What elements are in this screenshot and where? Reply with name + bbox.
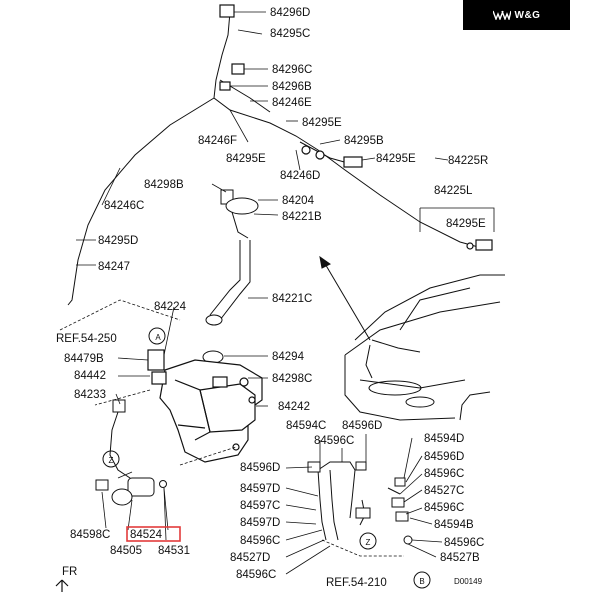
- wg-logo-icon: [492, 10, 511, 20]
- callout-z2: Z: [366, 538, 371, 547]
- part-label[interactable]: 84596D: [240, 462, 280, 474]
- part-label[interactable]: 84596D: [424, 451, 464, 463]
- part-label[interactable]: 84527D: [230, 552, 270, 564]
- rear-hose-assembly: [307, 461, 413, 545]
- part-label[interactable]: 84247: [98, 261, 130, 273]
- part-label[interactable]: 84246E: [272, 97, 312, 109]
- part-label[interactable]: 84596C: [240, 535, 280, 547]
- part-label[interactable]: 84531: [158, 545, 190, 557]
- part-label[interactable]: 84596C: [424, 468, 464, 480]
- part-label[interactable]: 84597C: [240, 500, 280, 512]
- part-label[interactable]: 84296B: [272, 81, 312, 93]
- part-labels: 84296D 84295C 84296C 84296B 84246E 84295…: [64, 7, 488, 581]
- ref-top[interactable]: REF.54-250: [56, 333, 117, 345]
- ref-box-bottom: [179, 446, 404, 557]
- part-label[interactable]: 84295B: [344, 135, 384, 147]
- hose-upper-cowl: [67, 11, 483, 306]
- ref-bottom[interactable]: REF.54-210: [326, 577, 387, 589]
- arrowhead-icon: [319, 255, 331, 269]
- part-label[interactable]: 84233: [74, 389, 106, 401]
- part-label[interactable]: 84597D: [240, 483, 280, 495]
- callout-b-circle: [413, 571, 431, 589]
- part-label[interactable]: 84527C: [424, 485, 464, 497]
- vehicle-sketch: [344, 274, 505, 421]
- callout-z1-circle: [102, 450, 120, 468]
- part-label[interactable]: 84295D: [98, 235, 138, 247]
- part-label[interactable]: 84296C: [272, 64, 312, 76]
- part-label[interactable]: 84204: [282, 195, 315, 207]
- part-label[interactable]: 84505: [110, 545, 142, 557]
- location-arrow: [323, 261, 371, 341]
- part-label[interactable]: 84527B: [440, 552, 480, 564]
- part-label[interactable]: 84594D: [424, 433, 464, 445]
- part-label[interactable]: 84296D: [270, 7, 310, 19]
- fr-arrow-icon: [55, 579, 69, 592]
- part-label[interactable]: 84221C: [272, 293, 312, 305]
- part-label[interactable]: 84224: [154, 301, 187, 313]
- part-label[interactable]: 84295C: [270, 28, 310, 40]
- part-label[interactable]: 84225L: [434, 185, 473, 197]
- part-label[interactable]: 84242: [278, 401, 310, 413]
- part-label[interactable]: 84479B: [64, 353, 104, 365]
- highlight-box: [126, 526, 181, 542]
- part-label[interactable]: 84594C: [286, 420, 326, 432]
- leader-lines: [76, 11, 495, 575]
- part-label[interactable]: 84298B: [144, 179, 184, 191]
- part-label[interactable]: 84294: [272, 351, 305, 363]
- part-label[interactable]: 84246D: [280, 170, 320, 182]
- fr-marker: FR: [55, 566, 77, 592]
- part-label[interactable]: 84442: [74, 370, 106, 382]
- brand-text: W&G: [514, 9, 541, 21]
- nozzle-fittings: [219, 4, 493, 251]
- part-label[interactable]: 84298C: [272, 373, 312, 385]
- fr-label: FR: [62, 566, 77, 578]
- part-label-highlighted[interactable]: 84524: [130, 529, 163, 541]
- part-label[interactable]: 84596C: [314, 435, 354, 447]
- part-label[interactable]: 84295E: [226, 153, 266, 165]
- part-label[interactable]: 84295E: [446, 218, 486, 230]
- part-label[interactable]: 84246F: [198, 135, 237, 147]
- diagram-code: D00149: [454, 577, 483, 586]
- part-label[interactable]: 84598C: [70, 529, 110, 541]
- washer-tank: [147, 349, 263, 463]
- pump-assembly: [95, 399, 167, 506]
- callout-b: B: [419, 577, 424, 586]
- part-label[interactable]: 84225R: [448, 155, 488, 167]
- part-label[interactable]: 84596C: [444, 537, 484, 549]
- part-label[interactable]: 84246C: [104, 200, 144, 212]
- part-label[interactable]: 84295E: [302, 117, 342, 129]
- part-label[interactable]: 84596C: [424, 502, 464, 514]
- callout-z2-circle: [359, 532, 377, 550]
- callout-a-circle: [148, 327, 166, 345]
- ref-box-top: [59, 299, 181, 406]
- part-label[interactable]: 84295E: [376, 153, 416, 165]
- part-label[interactable]: 84221B: [282, 211, 322, 223]
- part-label[interactable]: 84597D: [240, 517, 280, 529]
- callout-a: A: [155, 333, 161, 342]
- filler-neck: [202, 189, 259, 364]
- part-label[interactable]: 84594B: [434, 519, 474, 531]
- brand-badge: W&G: [463, 0, 570, 30]
- callout-z1: Z: [109, 456, 114, 465]
- part-label[interactable]: 84596D: [342, 420, 382, 432]
- part-label[interactable]: 84596C: [236, 569, 276, 581]
